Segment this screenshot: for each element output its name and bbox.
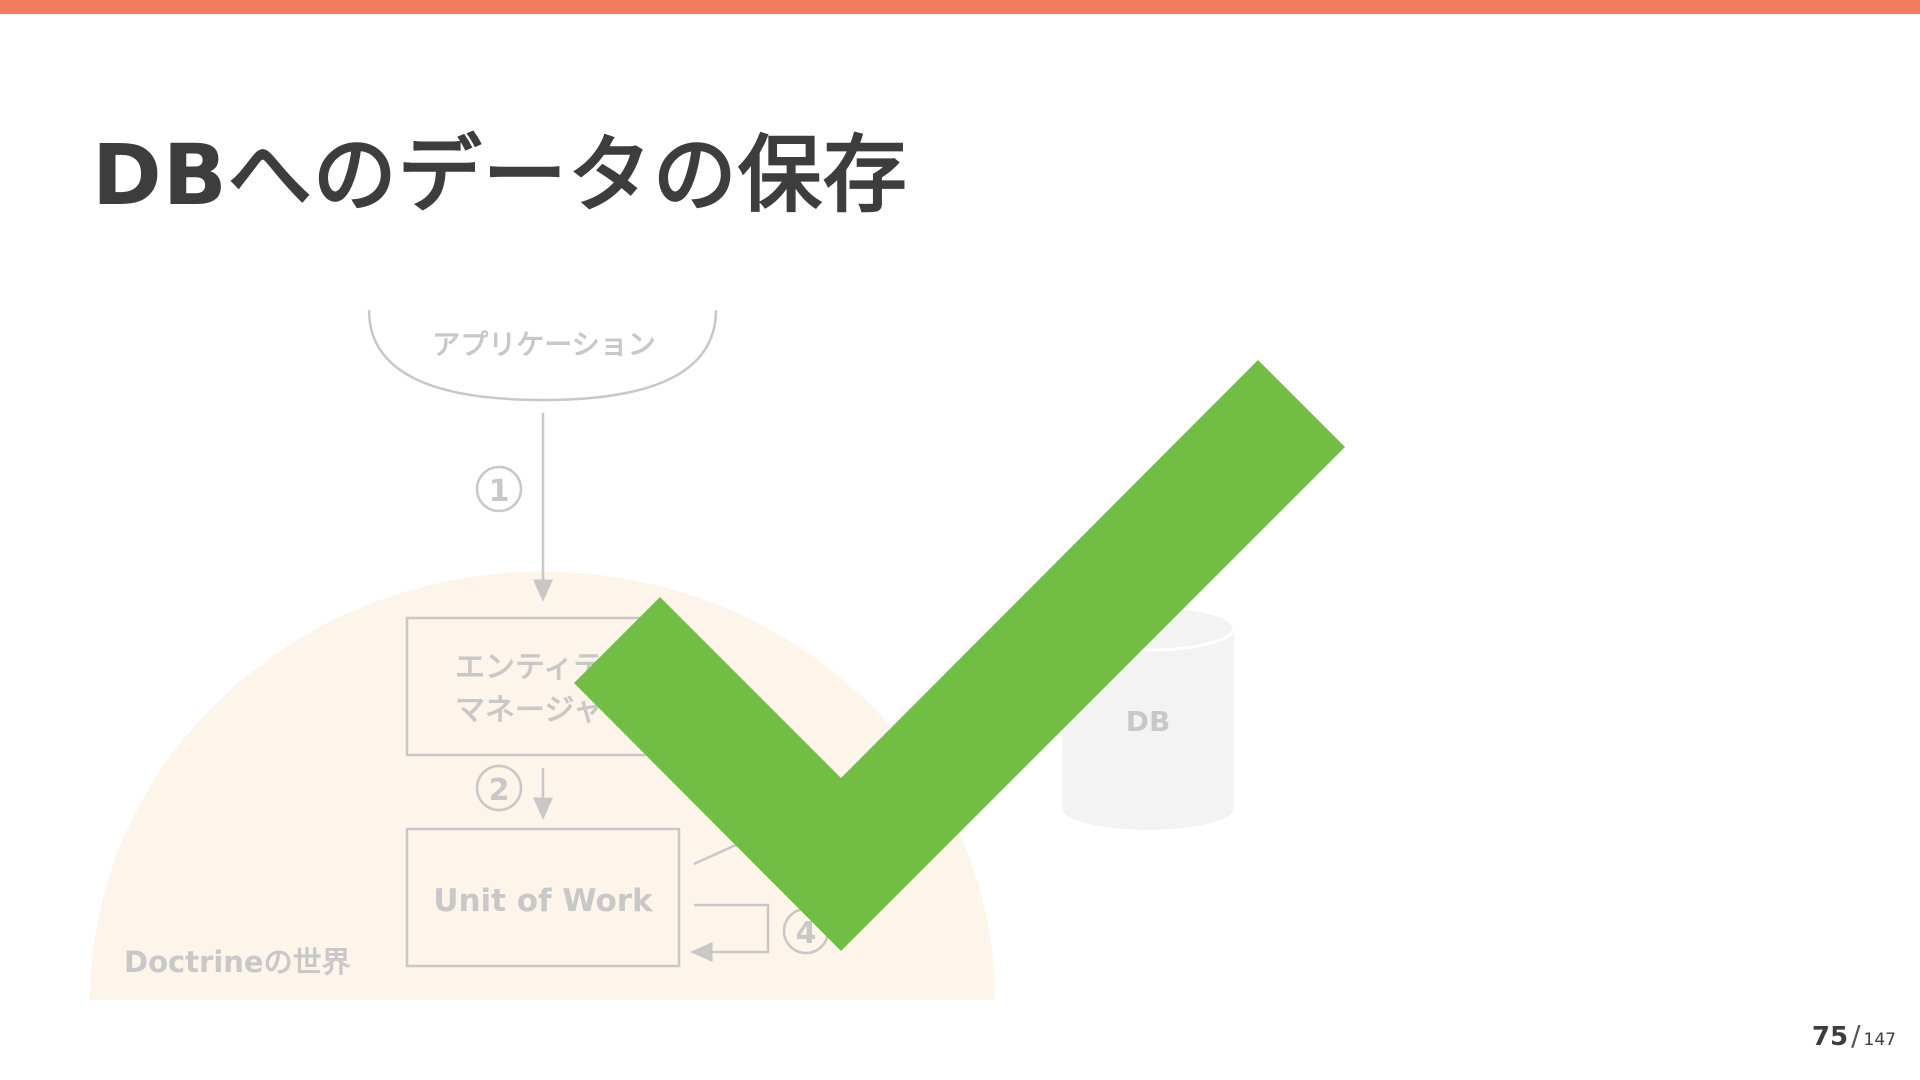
unit-of-work-node [405, 827, 681, 968]
accent-bar [0, 0, 1920, 14]
arrow-step-4-loop [690, 903, 770, 962]
page-number: 75/147 [1812, 1019, 1896, 1052]
entity-manager-label-line2: マネージャ [455, 693, 603, 728]
checkmark-icon [574, 360, 1345, 951]
doctrine-world-label: Doctrineの世界 [124, 945, 351, 979]
application-node [367, 309, 718, 402]
step-4-number: 4 [796, 916, 817, 951]
step-2-number: 2 [489, 773, 510, 808]
page-total: 147 [1863, 1030, 1896, 1050]
slide-title: DBへのデータの保存 [92, 126, 908, 224]
unit-of-work-label: Unit of Work [433, 883, 654, 919]
application-label: アプリケーション [432, 328, 655, 361]
page-separator: / [1851, 1019, 1861, 1052]
step-2-badge [475, 764, 523, 812]
step-1-number: 1 [489, 474, 510, 509]
step-1-badge [475, 465, 523, 513]
page-current: 75 [1811, 1022, 1849, 1052]
db-label: DB [1126, 705, 1171, 738]
